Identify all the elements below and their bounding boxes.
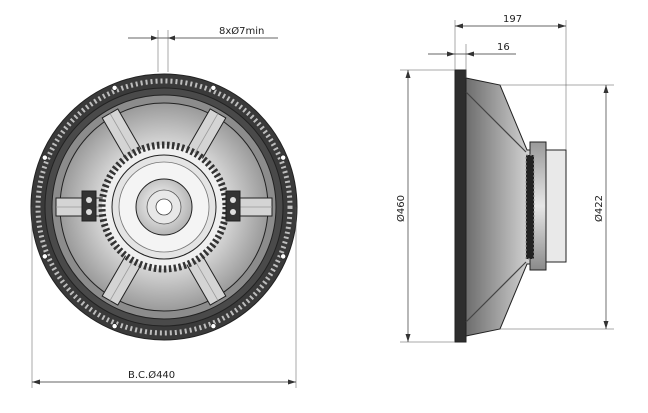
mounting-hole — [210, 84, 217, 91]
cutout-diameter-label: Ø422 — [593, 195, 605, 222]
basket-side — [465, 77, 534, 337]
magnet-fins — [525, 154, 535, 260]
flange-thickness-label: 16 — [497, 42, 510, 53]
pole-piece — [155, 198, 173, 216]
basket-rib-upper — [465, 91, 527, 153]
bolt-circle-label: B.C.Ø440 — [128, 369, 175, 381]
dimension-annotations: 8xØ7min B.C.Ø440 197 16 Ø460 Ø — [31, 14, 614, 388]
basket-rib-lower — [465, 261, 527, 323]
mounting-hole — [280, 154, 287, 161]
terminal-left — [81, 190, 97, 222]
mounting-hole — [111, 84, 118, 91]
outer-diameter-label: Ø460 — [395, 195, 407, 222]
mounting-flange — [454, 69, 467, 343]
mounting-hole — [111, 323, 118, 330]
mounting-hole — [210, 323, 217, 330]
mounting-hole — [41, 253, 48, 260]
holes-label: 8xØ7min — [219, 25, 264, 37]
mounting-hole — [41, 154, 48, 161]
side-view — [454, 69, 567, 343]
back-plate — [545, 149, 567, 263]
depth-label: 197 — [503, 14, 522, 25]
front-view — [30, 73, 298, 341]
terminal-right — [225, 190, 241, 222]
mounting-hole — [280, 253, 287, 260]
frame-mounting-ring — [35, 78, 293, 336]
